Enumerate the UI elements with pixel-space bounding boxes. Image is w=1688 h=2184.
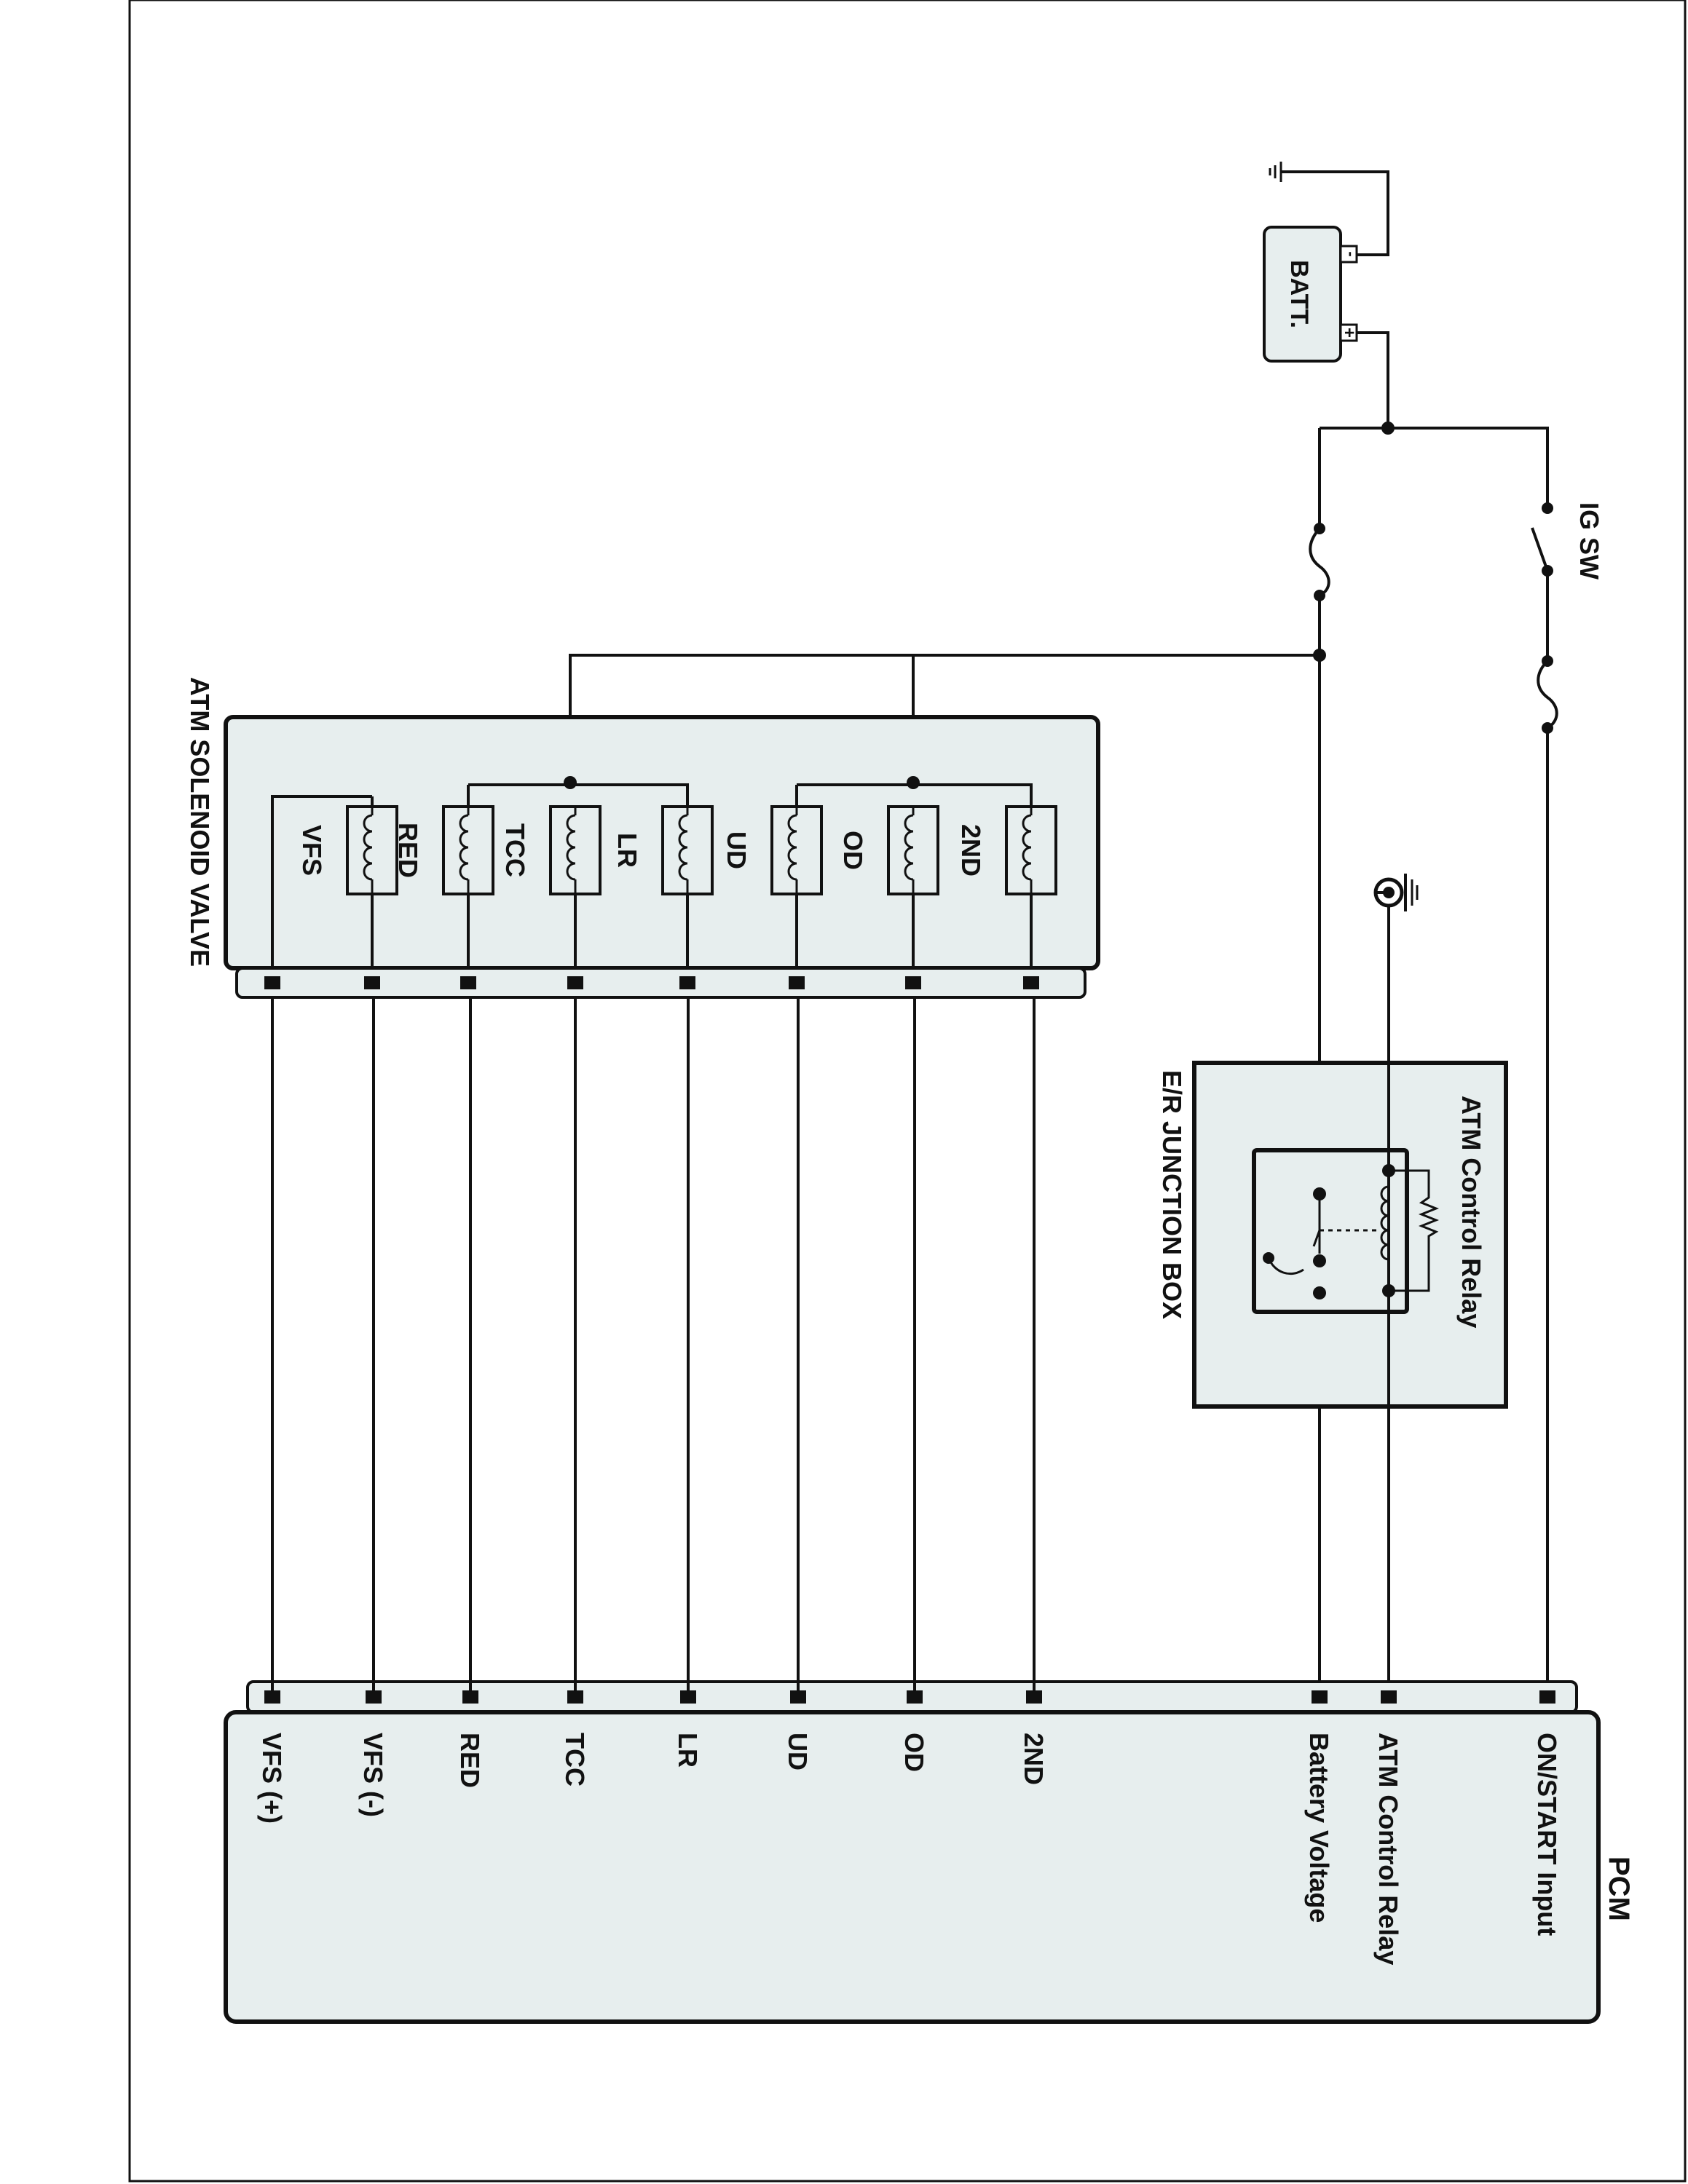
- pcm-pin-red: [462, 1690, 478, 1704]
- pcm-pin-vfs_plus: [264, 1690, 280, 1704]
- pcm-label: PCM: [1603, 1856, 1635, 1921]
- signal-wires: [264, 976, 1036, 1690]
- relay-contact-icon: [1263, 1187, 1326, 1299]
- relay-wire: [1373, 874, 1419, 1698]
- pcm-pin-label-vfs_plus: VFS (+): [257, 1733, 287, 1824]
- relay-label: ATM Control Relay: [1456, 1096, 1486, 1328]
- solenoid-red: RED: [393, 805, 494, 989]
- solenoid-label-lr: LR: [612, 833, 642, 868]
- solenoid-pin-tcc: [567, 976, 583, 989]
- ground-icon: [1269, 162, 1282, 182]
- pcm-pin-label-od: OD: [899, 1733, 929, 1772]
- solenoid-label-2nd: 2ND: [956, 824, 986, 877]
- solenoid-pin-red: [460, 976, 476, 989]
- pcm-pin-2nd: [1026, 1690, 1042, 1704]
- solenoid-pin-ud: [789, 976, 805, 989]
- fuse-icon: [1537, 655, 1558, 734]
- pcm-pin-label-batt: Battery Voltage: [1304, 1733, 1334, 1923]
- solenoid-ud: UD: [722, 805, 823, 989]
- solenoid-pin-od: [905, 976, 921, 989]
- solenoid-label-tcc: TCC: [500, 823, 530, 877]
- ground-stud-icon: [1373, 874, 1419, 911]
- pcm-pin-label-tcc: TCC: [560, 1733, 590, 1787]
- battery-label: BATT.: [1285, 260, 1313, 328]
- battery-minus-sign: -: [1342, 251, 1360, 256]
- solenoid-block-label: ATM SOLENOID VALVE: [185, 677, 215, 967]
- battery-plus-sign: +: [1339, 328, 1359, 338]
- pcm-pin-ud: [790, 1690, 806, 1704]
- solenoid-pin-vfs-plus: [264, 976, 280, 989]
- pcm: PCM ON/START Input ATM Control Relay Batte…: [224, 1680, 1635, 2024]
- solenoid-pin-2nd: [1023, 976, 1039, 989]
- battery-circuit: BATT. - + IG SW: [569, 162, 1604, 1698]
- pcm-pin-od: [907, 1690, 923, 1704]
- pcm-pin-vfs_minus: [366, 1690, 382, 1704]
- pcm-pin-label-2nd: 2ND: [1019, 1733, 1049, 1785]
- fuse-icon: [1309, 523, 1330, 601]
- solenoid-label-vfs: VFS: [297, 825, 327, 876]
- resistor-icon: [1389, 1169, 1440, 1292]
- battery-minus-terminal: [1339, 245, 1358, 264]
- pcm-pin-label-on_start: ON/START Input: [1532, 1733, 1562, 1936]
- page-frame: [128, 0, 1687, 2183]
- battery: [1263, 226, 1342, 363]
- solenoid-pin-vfs: [364, 976, 380, 989]
- pcm-pin-label-red: RED: [455, 1733, 485, 1788]
- solenoid-lr: LR: [612, 805, 714, 989]
- ignition-switch-label: IG SW: [1574, 502, 1604, 579]
- pcm-pin-tcc: [567, 1690, 583, 1704]
- pcm-pin-label-lr: LR: [673, 1733, 703, 1768]
- solenoid-label-od: OD: [838, 831, 868, 870]
- pcm-pin-label-vfs_minus: VFS (-): [358, 1733, 388, 1817]
- pcm-pin-label-relay: ATM Control Relay: [1373, 1733, 1403, 1965]
- solenoid-label-ud: UD: [722, 831, 752, 869]
- pcm-pin-batt: [1312, 1690, 1328, 1704]
- pcm-pin-label-ud: UD: [783, 1733, 813, 1770]
- solenoid-2nd: 2ND: [956, 805, 1057, 989]
- solenoid-pin-lr: [679, 976, 695, 989]
- solenoid-tcc: TCC: [500, 805, 602, 989]
- pcm-pin-on_start: [1539, 1690, 1555, 1704]
- junction-box-label: E/R JUNCTION BOX: [1157, 1070, 1187, 1319]
- switch-icon: [1531, 502, 1553, 577]
- solenoid-vfs: VFS: [297, 805, 398, 989]
- junction-box: E/R JUNCTION BOX ATM Control Relay: [1157, 1061, 1508, 1409]
- pcm-pin-lr: [680, 1690, 696, 1704]
- solenoid-od: OD: [838, 805, 939, 989]
- pcm-pin-relay: [1381, 1690, 1397, 1704]
